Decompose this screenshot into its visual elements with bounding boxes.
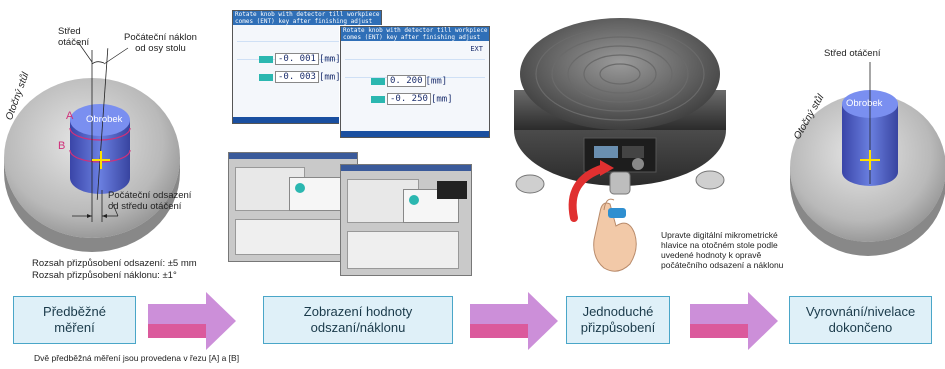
step-1-preliminary-measurement: Předběžné měření: [13, 296, 136, 344]
micrometer-instruction: Upravte digitální mikrometrické hlavice …: [661, 230, 784, 270]
flow-arrow-3: [690, 292, 778, 350]
screen1-value-2-row: -0. 003[mm]: [259, 71, 341, 83]
screen1-value-1-row: -0. 001[mm]: [259, 53, 341, 65]
right-center-of-rotation-label: Střed otáčení: [824, 48, 881, 59]
right-diagram: Střed otáčení Obrobek Otočný stůl: [780, 0, 945, 270]
screen2-header-line2: comes (ENT) key after finishing adjust: [343, 34, 481, 41]
right-workpiece-label: Obrobek: [846, 98, 883, 109]
initial-tilt-label: Počáteční náklon od osy stolu: [124, 32, 197, 54]
software-window-2: [340, 164, 472, 276]
screen1-header-line1: Rotate knob with detector till workpiece: [235, 11, 380, 18]
screen2-unit-1: [mm]: [425, 76, 448, 87]
section-a-marker: A: [66, 110, 74, 122]
center-of-rotation-label: Střed otáčení: [58, 26, 90, 48]
screen1-header-line2: comes (ENT) key after finishing adjust: [235, 18, 373, 25]
offset-range-text: Rozsah přizpůsobení odsazení: ±5 mm: [32, 258, 197, 269]
table-workpiece-illustration: [4, 41, 180, 252]
screen2-value-1-row: 0. 200[mm]: [371, 75, 447, 87]
step-2-display-offset-tilt: Zobrazení hodnoty odszaní/náklonu: [263, 296, 453, 344]
aligned-table-illustration: [790, 62, 945, 256]
display-screen-2: Rotate knob with detector till workpiece…: [340, 26, 490, 138]
rotation-arrow: [568, 160, 614, 222]
software-window-1: [228, 152, 358, 262]
tilt-range-text: Rozsah přizpůsobení náklonu: ±1°: [32, 270, 177, 281]
left-diagram: Střed otáčení Počáteční náklon od osy st…: [0, 0, 220, 281]
screen1-unit-1: [mm]: [318, 54, 341, 65]
footnote: Dvě předběžná měření jsou provedena v ře…: [34, 353, 240, 363]
step-3-simple-adjustment: Jednoduché přizpůsobení: [566, 296, 670, 344]
screen1-value-1: -0. 001: [278, 54, 316, 64]
hand-illustration: [593, 198, 637, 272]
rotary-table-illustration: [510, 0, 730, 240]
section-b-marker: B: [58, 140, 66, 152]
screen2-value-2-row: -0. 250[mm]: [371, 93, 453, 105]
screen2-tag: EXT: [470, 45, 483, 53]
flow-arrow-1: [148, 292, 236, 350]
screen1-unit-2: [mm]: [318, 72, 341, 83]
initial-offset-label: Počáteční odsazení od středu otáčení: [108, 190, 192, 212]
workpiece-label: Obrobek: [86, 114, 123, 125]
flow-arrow-2: [470, 292, 558, 350]
screen2-header-line1: Rotate knob with detector till workpiece: [343, 27, 488, 34]
screen2-value-2: -0. 250: [390, 94, 428, 104]
screen1-value-2: -0. 003: [278, 72, 316, 82]
screen2-unit-2: [mm]: [430, 94, 453, 105]
step-4-alignment-completed: Vyrovnání/nivelace dokončeno: [789, 296, 932, 344]
screen2-value-1: 0. 200: [390, 76, 423, 86]
